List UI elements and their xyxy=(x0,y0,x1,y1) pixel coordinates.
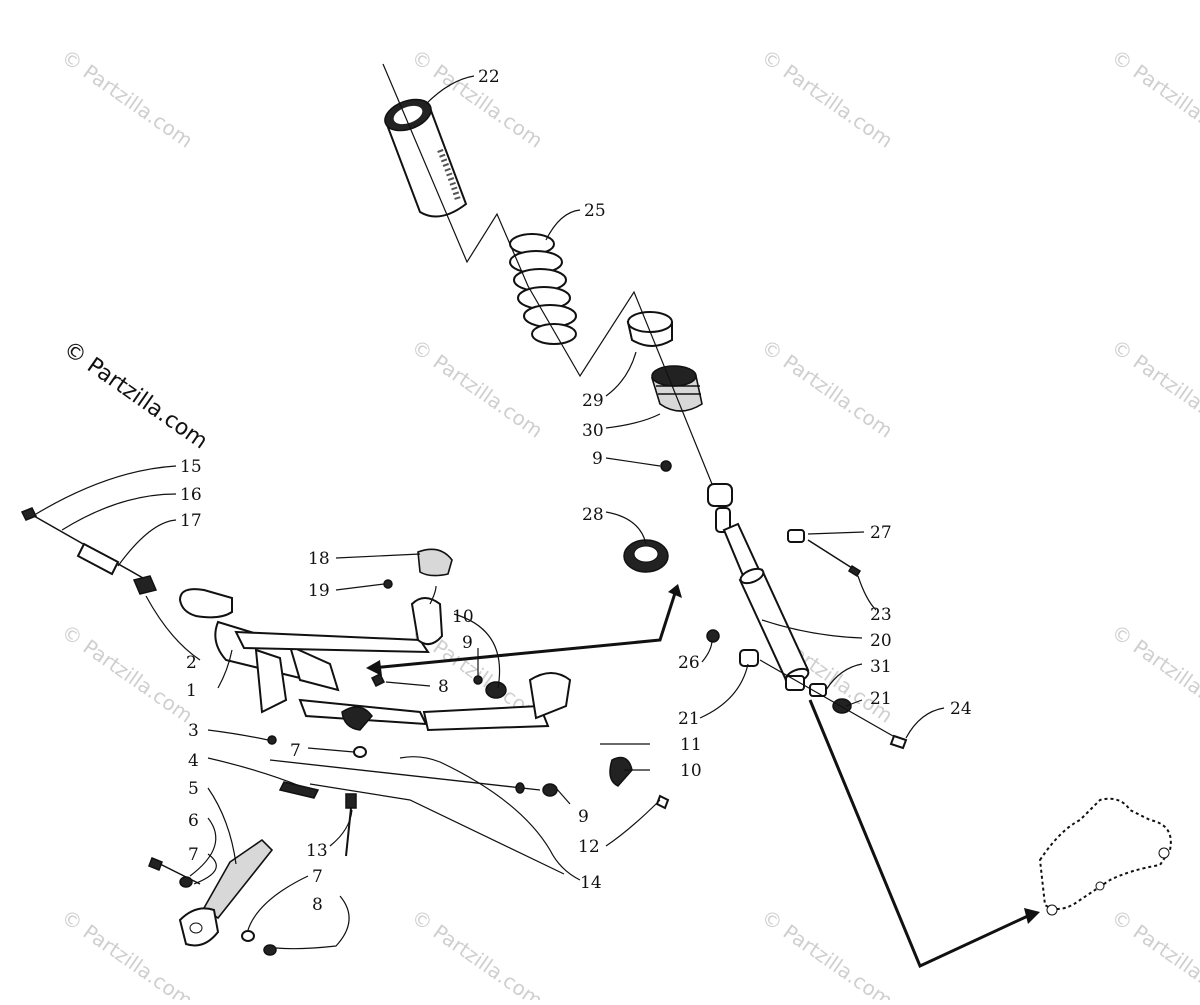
callout-19: 19 xyxy=(308,581,330,601)
callout-12: 12 xyxy=(578,837,600,857)
callout-8: 8 xyxy=(312,895,323,915)
nut-part xyxy=(706,629,720,643)
callout-1: 1 xyxy=(186,681,197,701)
leader-lines xyxy=(35,75,945,950)
callout-24: 24 xyxy=(950,699,972,719)
callout-18: 18 xyxy=(308,549,330,569)
watermark-tile: © Partzilla.com xyxy=(757,904,897,1000)
callout-27: 27 xyxy=(870,523,892,543)
watermark-tile: © Partzilla.com xyxy=(1107,619,1200,727)
callout-7: 7 xyxy=(312,867,323,887)
callout-6: 6 xyxy=(188,811,199,831)
callout-7: 7 xyxy=(188,845,199,865)
shock-boot-part xyxy=(384,98,468,218)
callout-30: 30 xyxy=(582,421,604,441)
callout-5: 5 xyxy=(188,779,199,799)
watermark-tile: © Partzilla.com xyxy=(757,44,897,152)
coil-spring-part xyxy=(509,233,577,345)
shock-body-part xyxy=(707,483,810,691)
callout-22: 22 xyxy=(478,67,500,87)
watermark-tile: © Partzilla.com xyxy=(1107,44,1200,152)
bolt-head-part xyxy=(889,734,908,750)
spacer-part xyxy=(739,649,759,667)
callout-2: 2 xyxy=(186,653,197,673)
watermark-tile: © Partzilla.com xyxy=(757,334,897,442)
callout-9: 9 xyxy=(592,449,603,469)
nut-part xyxy=(660,460,672,472)
watermark-tile: © Partzilla.com xyxy=(57,44,197,152)
callout-9: 9 xyxy=(578,807,589,827)
callout-28: 28 xyxy=(582,505,604,525)
watermark-main: © Partzilla.com xyxy=(59,336,212,454)
watermark-tile: © Partzilla.com xyxy=(1107,904,1200,1000)
callout-3: 3 xyxy=(188,721,199,741)
callout-23: 23 xyxy=(870,605,892,625)
callout-labels: 22 25 29 30 9 28 27 23 20 26 31 21 21 24… xyxy=(180,67,972,915)
adjuster-nut-part xyxy=(650,365,703,412)
callout-4: 4 xyxy=(188,751,199,771)
callout-7: 7 xyxy=(290,741,301,761)
watermark-tiles: © Partzilla.com © Partzilla.com © Partzi… xyxy=(57,44,1200,1005)
callout-15: 15 xyxy=(180,457,202,477)
callout-10: 10 xyxy=(452,607,474,627)
watermark-tile: © Partzilla.com xyxy=(57,904,197,1000)
mount-bracket-part xyxy=(1038,797,1172,916)
watermark-tile: © Partzilla.com xyxy=(57,619,197,727)
callout-25: 25 xyxy=(584,201,606,221)
callout-29: 29 xyxy=(582,391,604,411)
bolt-head-part xyxy=(847,564,862,578)
watermark-tile: © Partzilla.com xyxy=(407,334,547,442)
callout-8: 8 xyxy=(438,677,449,697)
watermark-tile: © Partzilla.com xyxy=(1107,334,1200,442)
callout-13: 13 xyxy=(306,841,328,861)
callout-21: 21 xyxy=(870,689,892,709)
shock-assembly xyxy=(382,63,908,750)
bushing-part xyxy=(787,529,805,543)
watermark-tile: © Partzilla.com xyxy=(407,904,547,1000)
callout-20: 20 xyxy=(870,631,892,651)
callout-11: 11 xyxy=(680,735,702,755)
callout-9: 9 xyxy=(462,633,473,653)
callout-21: 21 xyxy=(678,709,700,729)
centerline xyxy=(382,63,713,485)
callout-14: 14 xyxy=(580,873,602,893)
assembly-arrows xyxy=(366,584,1040,969)
callout-26: 26 xyxy=(678,653,700,673)
callout-16: 16 xyxy=(180,485,202,505)
spring-seat-part xyxy=(626,311,673,347)
bump-stop-part xyxy=(623,539,669,573)
callout-10: 10 xyxy=(680,761,702,781)
callout-31: 31 xyxy=(870,657,892,677)
callout-17: 17 xyxy=(180,511,202,531)
a-arm-assembly xyxy=(20,507,670,956)
